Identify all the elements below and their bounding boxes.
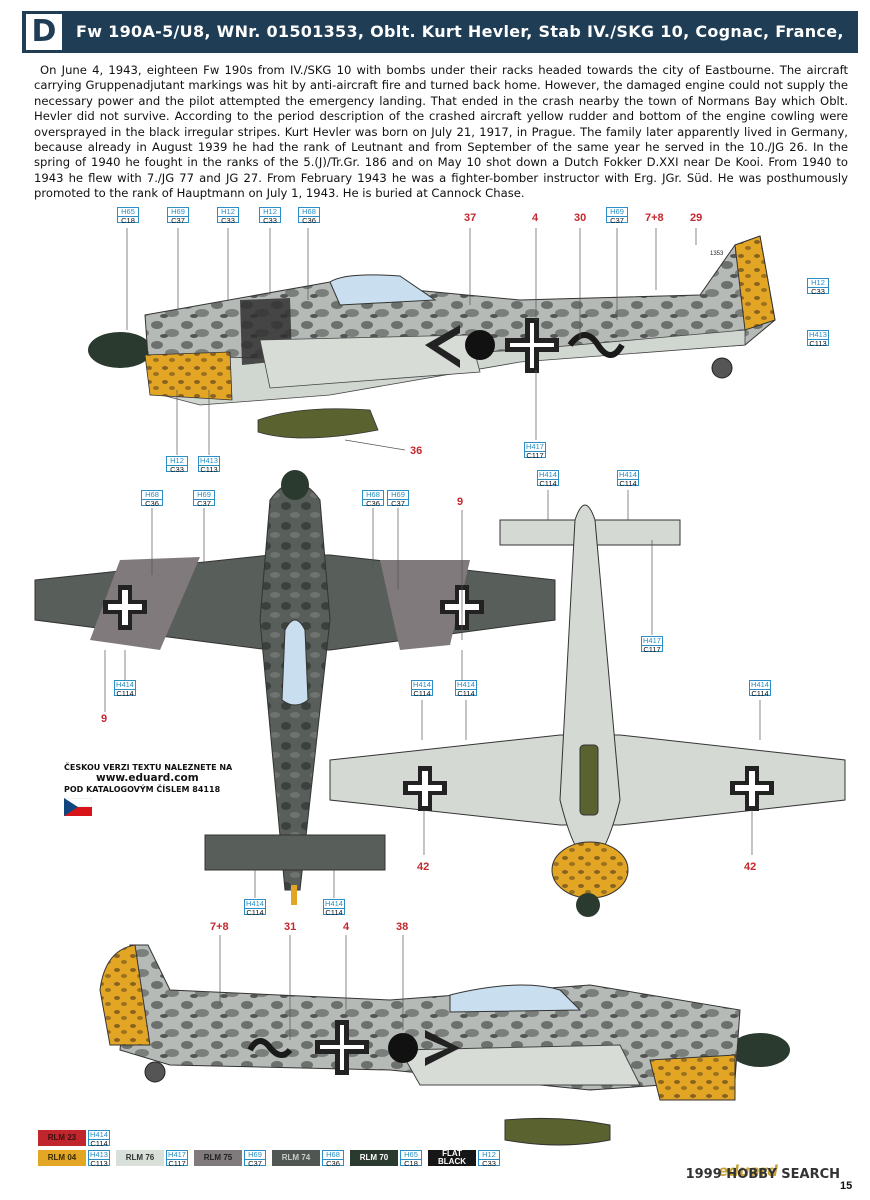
callout-42-left: 42 <box>417 861 429 873</box>
side-profile-right <box>99 944 790 1146</box>
side-right-rudder <box>99 944 151 1046</box>
top-view <box>34 470 556 905</box>
yellow-cowling <box>144 351 233 401</box>
legend-swatch-rlm75: RLM 75 <box>194 1150 242 1166</box>
page-number: 15 <box>840 1180 853 1192</box>
bottom-fuselage <box>559 504 621 861</box>
wing-root <box>259 334 481 389</box>
watermark: 1999 HOBBY SEARCH <box>685 1167 840 1182</box>
history-text: On June 4, 1943, eighteen Fw 190s from I… <box>34 63 848 201</box>
leader-lines <box>104 228 761 1040</box>
legend-swatch-rlm23: RLM 23 <box>38 1130 86 1146</box>
callout-4b: 4 <box>343 921 350 933</box>
callout-7-8: 7+8 <box>645 212 664 224</box>
callout-numbers: 37 4 30 7+8 29 36 9 9 42 42 7+8 31 4 38 <box>101 212 756 933</box>
czech-flag-icon <box>63 797 93 816</box>
spinner <box>88 332 152 368</box>
callout-37: 37 <box>464 212 476 224</box>
side-profile-left: 1353 <box>88 235 776 439</box>
yellow-rudder <box>734 235 776 331</box>
callout-9-left: 9 <box>101 713 107 725</box>
profile-header: D Fw 190A-5/U8, WNr. 01501353, Oblt. Kur… <box>22 11 858 83</box>
callout-31: 31 <box>284 921 296 933</box>
callout-7-8b: 7+8 <box>210 921 229 933</box>
callout-42-right: 42 <box>744 861 756 873</box>
czech-note: ČESKOU VERZI TEXTU NALEZNETE NA www.edua… <box>63 762 233 819</box>
bottom-view <box>329 504 846 917</box>
czech-url[interactable]: www.eduard.com <box>96 772 199 784</box>
czech-line1: ČESKOU VERZI TEXTU NALEZNETE NA <box>64 763 233 772</box>
callout-29: 29 <box>690 212 702 224</box>
legend-swatch-rlm04: RLM 04 <box>38 1150 86 1166</box>
callout-30: 30 <box>574 212 586 224</box>
callout-4: 4 <box>532 212 539 224</box>
legend-swatch-rlm70: RLM 70 <box>350 1150 398 1166</box>
profile-letter: D <box>26 14 62 50</box>
canopy <box>329 274 437 306</box>
svg-text:1353: 1353 <box>710 251 724 257</box>
czech-line3: POD KATALOGOVÝM ČÍSLEM 84118 <box>64 785 221 794</box>
top-tailplane <box>204 834 386 871</box>
bomb <box>257 408 379 439</box>
callout-9-top: 9 <box>457 496 463 508</box>
profile-title: Fw 190A-5/U8, WNr. 01501353, Oblt. Kurt … <box>76 22 844 83</box>
legend-swatch-rlm76: RLM 76 <box>116 1150 164 1166</box>
legend-swatch-flat-black: FLAT BLACK <box>428 1150 476 1166</box>
callout-38: 38 <box>396 921 408 933</box>
callout-36: 36 <box>410 445 422 457</box>
eduard-logo: eduard <box>718 1162 778 1180</box>
legend-swatch-rlm74: RLM 74 <box>272 1150 320 1166</box>
